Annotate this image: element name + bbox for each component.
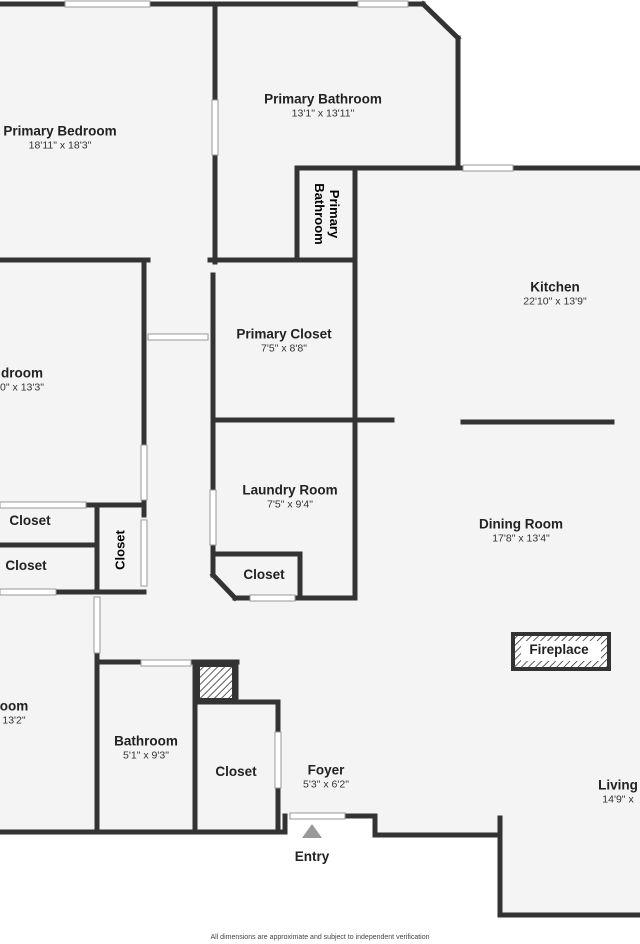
label-bathroom: Bathroom 5'1" x 9'3" — [114, 734, 178, 763]
label-closet-laundry: Closet — [243, 567, 284, 583]
room-name: Closet — [243, 567, 285, 582]
label-fireplace: Fireplace — [529, 642, 588, 658]
label-laundry-room: Laundry Room 7'5" x 9'4" — [242, 483, 337, 512]
label-closet-vertical: Closet — [113, 530, 128, 570]
room-name: Bathroom — [114, 733, 178, 749]
room-name: Closet — [215, 764, 257, 779]
label-foyer: Foyer 5'3" x 6'2" — [303, 763, 349, 792]
room-name: Living — [598, 777, 638, 793]
room-name: Closet — [112, 530, 128, 570]
room-dimensions: 13'1" x 13'11" — [291, 107, 355, 120]
room-name-line2: Bathroom — [312, 183, 327, 245]
walls — [0, 0, 640, 918]
label-living: Living 14'9" x — [598, 778, 638, 807]
room-name: Laundry Room — [242, 482, 338, 498]
room-name: oom — [0, 698, 29, 714]
room-name: droom — [1, 365, 43, 381]
room-name: Closet — [9, 513, 51, 528]
room-name: Kitchen — [530, 279, 580, 295]
room-name: Primary Bathroom — [264, 91, 382, 107]
room-name: Primary Closet — [236, 326, 332, 342]
room-dimensions: 0" x 13'3" — [0, 381, 44, 394]
label-bedroom-left: droom 0" x 13'3" — [0, 366, 44, 395]
windows — [0, 0, 514, 820]
room-dimensions: 7'5" x 9'4" — [267, 498, 313, 511]
room-dimensions: 18'11" x 18'3" — [28, 139, 92, 152]
room-name: Dining Room — [479, 516, 563, 532]
label-closet-a: Closet — [9, 513, 50, 529]
label-primary-bathroom: Primary Bathroom 13'1" x 13'11" — [264, 92, 382, 121]
room-dimensions: 7'5" x 8'8" — [261, 342, 307, 355]
label-closet-b: Closet — [5, 558, 46, 574]
label-primary-closet: Primary Closet 7'5" x 8'8" — [236, 327, 331, 356]
chimney-hatch — [196, 663, 236, 702]
room-dimensions: 22'10" x 13'9" — [523, 295, 587, 308]
fireplace-name: Fireplace — [529, 642, 589, 657]
label-dining-room: Dining Room 17'8" x 13'4" — [479, 517, 563, 546]
room-name: Closet — [5, 558, 47, 573]
label-kitchen: Kitchen 22'10" x 13'9" — [523, 280, 586, 309]
room-dimensions: 14'9" x — [602, 793, 634, 806]
room-name-line1: Primary — [327, 189, 342, 239]
footnote: All dimensions are approximate and subje… — [210, 934, 430, 941]
entry-arrow-icon — [302, 824, 322, 838]
room-name: Primary Bedroom — [3, 123, 117, 139]
room-dimensions: 5'3" x 6'2" — [303, 778, 349, 791]
room-dimensions: 13'2" — [2, 714, 26, 727]
floor-area — [0, 4, 640, 944]
room-name: Foyer — [307, 762, 345, 778]
room-dimensions: 17'8" x 13'4" — [492, 532, 550, 545]
label-room-left-lower: oom 13'2" — [0, 699, 28, 728]
room-dimensions: 5'1" x 9'3" — [123, 749, 169, 762]
label-primary-bathroom-small: Primary Bathroom — [312, 183, 342, 244]
entry-name: Entry — [294, 849, 330, 864]
label-entry: Entry — [295, 849, 330, 865]
label-closet-foyer: Closet — [215, 764, 256, 780]
label-primary-bedroom: Primary Bedroom 18'11" x 18'3" — [3, 124, 116, 153]
